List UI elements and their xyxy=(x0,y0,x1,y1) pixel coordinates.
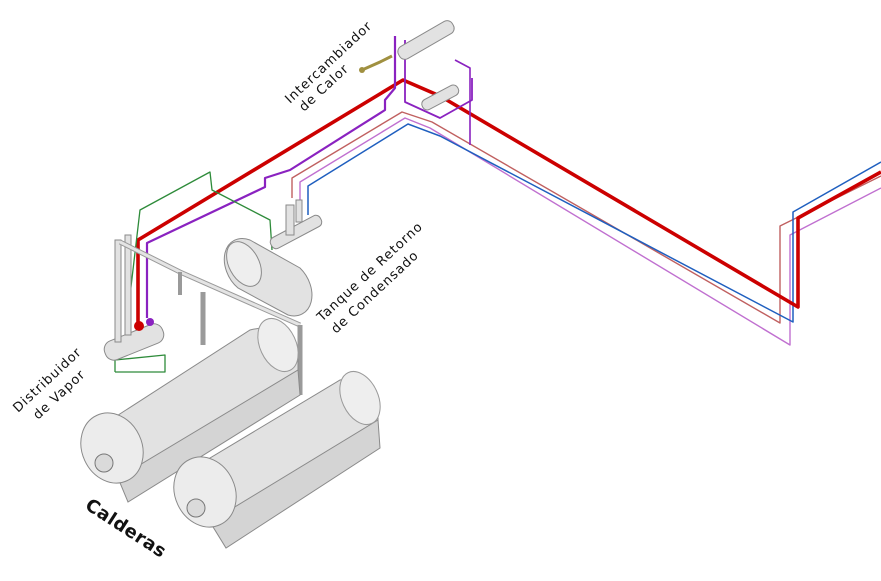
violet-pipe xyxy=(145,36,397,318)
exchanger-valve xyxy=(359,67,365,73)
tank-nozzle xyxy=(285,204,295,236)
distributor-riser-1 xyxy=(114,239,122,343)
heat-exchanger xyxy=(359,20,460,111)
distributor-valve-2 xyxy=(146,318,154,326)
boilers-label: Calderas xyxy=(81,495,170,563)
pipe-runs xyxy=(114,36,881,373)
exchanger-shell xyxy=(397,20,455,60)
exchanger-unit-2 xyxy=(421,84,460,111)
aux-pipe xyxy=(299,117,881,346)
condensate-tank-label-line1: Tanque de Retorno xyxy=(314,219,426,325)
exchanger-inlet xyxy=(361,54,393,72)
boiler-1 xyxy=(80,318,301,503)
boiler-2 xyxy=(173,371,381,549)
tank-nozzle-2 xyxy=(295,199,303,223)
tank-end-cap xyxy=(226,241,262,287)
green-pipe-2 xyxy=(114,354,166,373)
violet-pipe-3 xyxy=(454,59,471,145)
condensate-tank xyxy=(223,199,323,317)
boiler1-burner xyxy=(94,453,114,473)
boiler1-rear xyxy=(257,318,299,372)
boiler1-base xyxy=(117,369,301,503)
boiler2-rear xyxy=(339,371,381,425)
boiler-header-piping xyxy=(118,239,303,395)
condensate-pipe xyxy=(307,123,881,323)
distributor-riser-2 xyxy=(124,234,132,336)
return-pipe xyxy=(291,111,881,324)
boiler2-base xyxy=(209,419,381,549)
distributor-valve xyxy=(134,321,144,331)
boiler2-burner xyxy=(186,498,206,518)
steam-distributor xyxy=(103,234,165,361)
violet-pipe-2 xyxy=(404,40,473,119)
distributor-header xyxy=(103,323,165,361)
